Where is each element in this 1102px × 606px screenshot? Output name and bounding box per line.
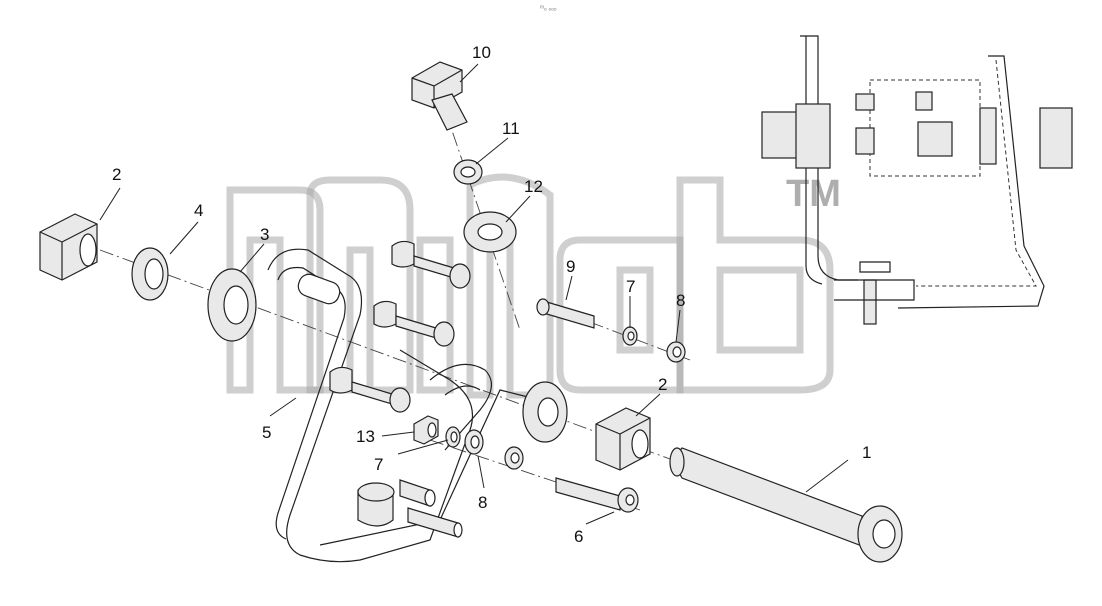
leader-lines bbox=[99, 63, 849, 525]
callout-5: 5 bbox=[262, 423, 271, 442]
callout-7-lower: 7 bbox=[374, 455, 383, 474]
flat-washer-3 bbox=[207, 268, 257, 342]
spring-washer-4 bbox=[131, 247, 169, 301]
callout-9: 9 bbox=[566, 257, 575, 276]
callout-7-upper: 7 bbox=[626, 277, 635, 296]
cap-screw-6 bbox=[555, 477, 639, 513]
hex-nut-left bbox=[39, 213, 98, 281]
bolt10-axis bbox=[444, 109, 521, 331]
washer-12 bbox=[463, 211, 517, 253]
callout-3: 3 bbox=[260, 225, 269, 244]
washer-8-upper bbox=[666, 341, 686, 363]
callout-12: 12 bbox=[524, 177, 543, 196]
washer-11 bbox=[453, 159, 483, 185]
callout-8-lower: 8 bbox=[478, 493, 487, 512]
callout-13: 13 bbox=[356, 427, 375, 446]
cap-screw-middle bbox=[373, 300, 455, 347]
callout-10: 10 bbox=[472, 43, 491, 62]
callout-8-upper: 8 bbox=[676, 291, 685, 310]
cap-screw-lower bbox=[329, 366, 411, 413]
hex-nut-right bbox=[595, 407, 651, 471]
washer-7-upper bbox=[622, 326, 638, 346]
long-bolt-1 bbox=[669, 447, 903, 563]
washer-8-lower bbox=[464, 429, 484, 455]
header-mark: ᵐₒ ₒₒₒ bbox=[540, 5, 557, 12]
callout-2-right: 2 bbox=[658, 375, 667, 394]
callout-2-left: 2 bbox=[112, 165, 121, 184]
pin-9 bbox=[536, 298, 595, 329]
bracket-5 bbox=[267, 248, 541, 563]
cap-screw-upper bbox=[391, 240, 471, 289]
callout-6: 6 bbox=[574, 527, 583, 546]
bolt-10 bbox=[411, 61, 468, 131]
watermark-logo: TM bbox=[226, 173, 841, 399]
clamp-bolt-assembly bbox=[357, 479, 463, 538]
watermark-tm: TM bbox=[786, 173, 841, 215]
washer-7-lower bbox=[445, 426, 461, 448]
callout-4: 4 bbox=[194, 201, 203, 220]
callout-11: 11 bbox=[502, 119, 520, 138]
inset-assembly bbox=[761, 35, 1073, 325]
washer-large-right bbox=[522, 381, 568, 443]
bolt6-axis bbox=[429, 439, 641, 511]
nut-13 bbox=[413, 415, 439, 445]
callout-1: 1 bbox=[862, 443, 871, 462]
washer-small-mid bbox=[504, 446, 524, 470]
